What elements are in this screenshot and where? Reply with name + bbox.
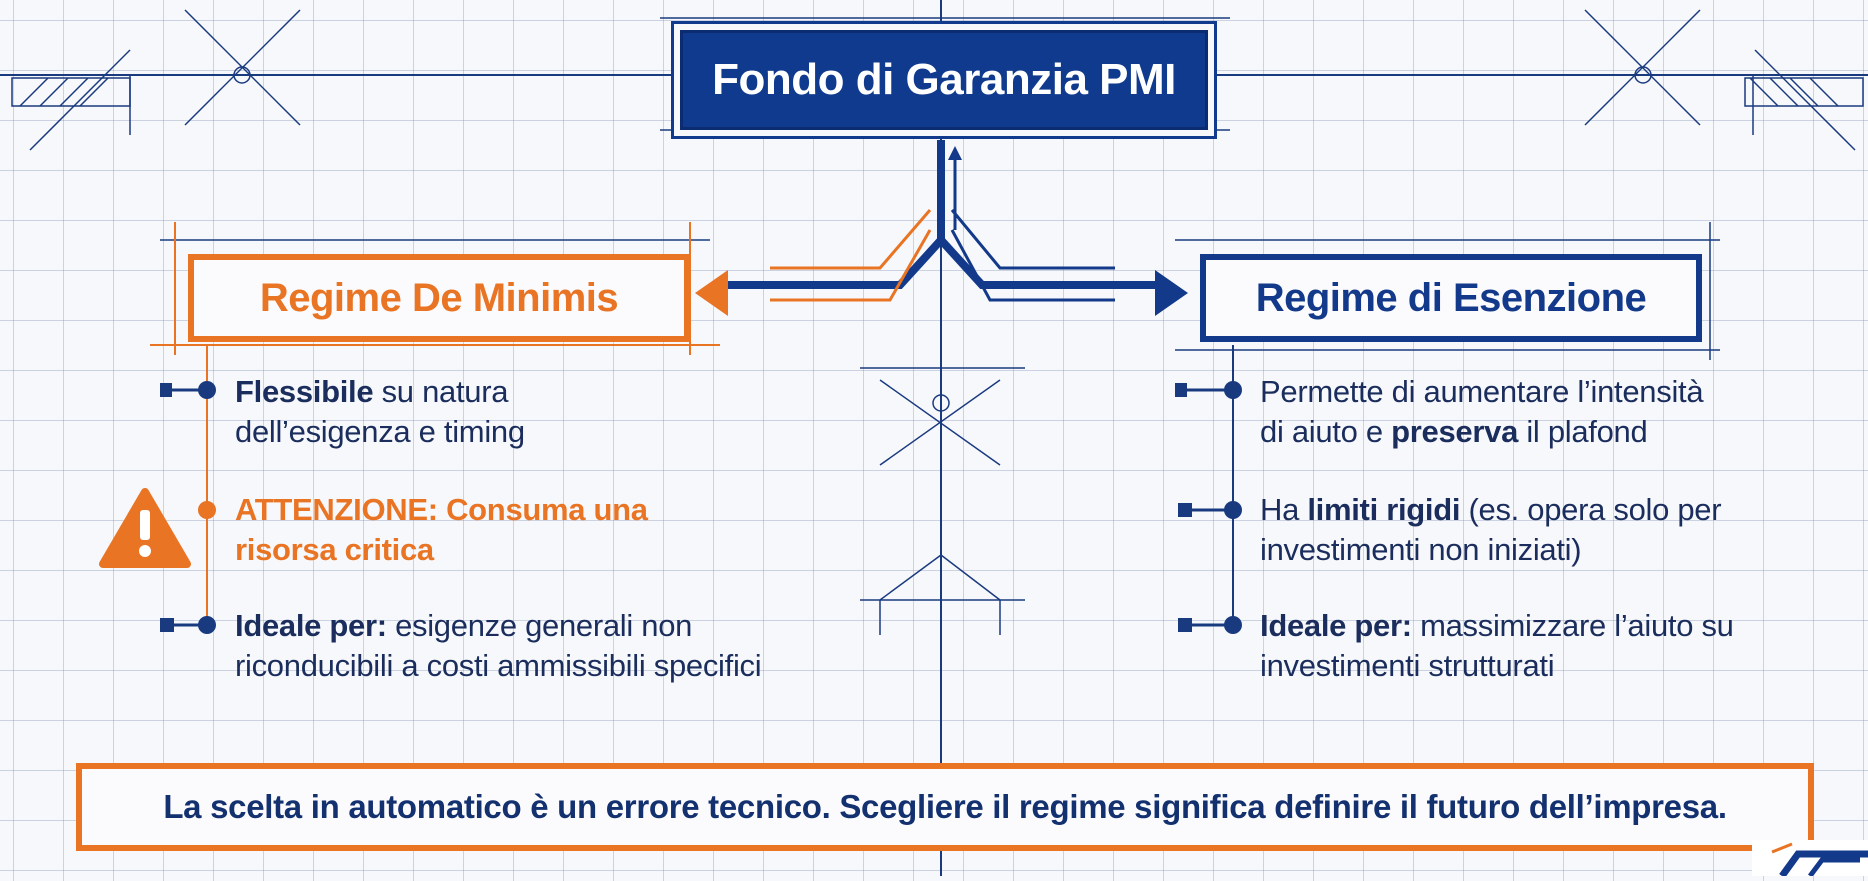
right-item-3-line2: investimenti strutturati <box>1260 648 1555 683</box>
right-item-limiti: Ha limiti rigidi (es. opera solo per inv… <box>1260 490 1722 570</box>
right-item-1-line1: Permette di aumentare l’intensità <box>1260 374 1704 409</box>
right-item-2-line2: investimenti non iniziati) <box>1260 532 1582 567</box>
left-item-3-rest: esigenze generali non <box>386 608 693 643</box>
right-item-2-post: (es. opera solo per <box>1460 492 1722 527</box>
page-title: Fondo di Garanzia PMI <box>680 30 1208 130</box>
left-item-1-rest: su natura <box>373 374 509 409</box>
left-item-3-bold: Ideale per: <box>235 608 387 643</box>
logo-mark-icon <box>1771 842 1868 879</box>
right-item-1-bold: preserva <box>1391 414 1519 449</box>
left-item-attenzione: ATTENZIONE: Consuma una risorsa critica <box>235 490 648 570</box>
left-item-ideale: Ideale per: esigenze generali non ricond… <box>235 606 762 686</box>
regime-esenzione-box: Regime di Esenzione <box>1200 254 1702 342</box>
right-item-1-pre: di aiuto e <box>1260 414 1392 449</box>
left-item-1-bold: Flessibile <box>235 374 374 409</box>
left-item-3-line2: riconducibili a costi ammissibili specif… <box>235 648 762 683</box>
right-item-ideale: Ideale per: massimizzare l’aiuto su inve… <box>1260 606 1734 686</box>
left-item-2-line1: ATTENZIONE: Consuma una <box>235 492 648 527</box>
regime-de-minimis-box: Regime De Minimis <box>188 254 690 342</box>
warning-icon <box>99 488 191 568</box>
fork-arrow-icon <box>695 140 1188 316</box>
left-item-flessibile: Flessibile su natura dell’esigenza e tim… <box>235 372 525 452</box>
left-item-1-line2: dell’esigenza e timing <box>235 414 525 449</box>
right-item-permette: Permette di aumentare l’intensità di aiu… <box>1260 372 1704 452</box>
right-item-3-bold: Ideale per: <box>1260 608 1412 643</box>
left-item-2-line2: risorsa critica <box>235 532 434 567</box>
right-item-1-post: il plafond <box>1518 414 1648 449</box>
corner-logo <box>1752 840 1868 879</box>
right-item-2-pre: Ha <box>1260 492 1308 527</box>
right-item-3-rest: massimizzare l’aiuto su <box>1411 608 1734 643</box>
footer-statement: La scelta in automatico è un errore tecn… <box>76 763 1814 851</box>
bullet-node-icon <box>160 381 1242 634</box>
right-item-2-bold: limiti rigidi <box>1307 492 1461 527</box>
